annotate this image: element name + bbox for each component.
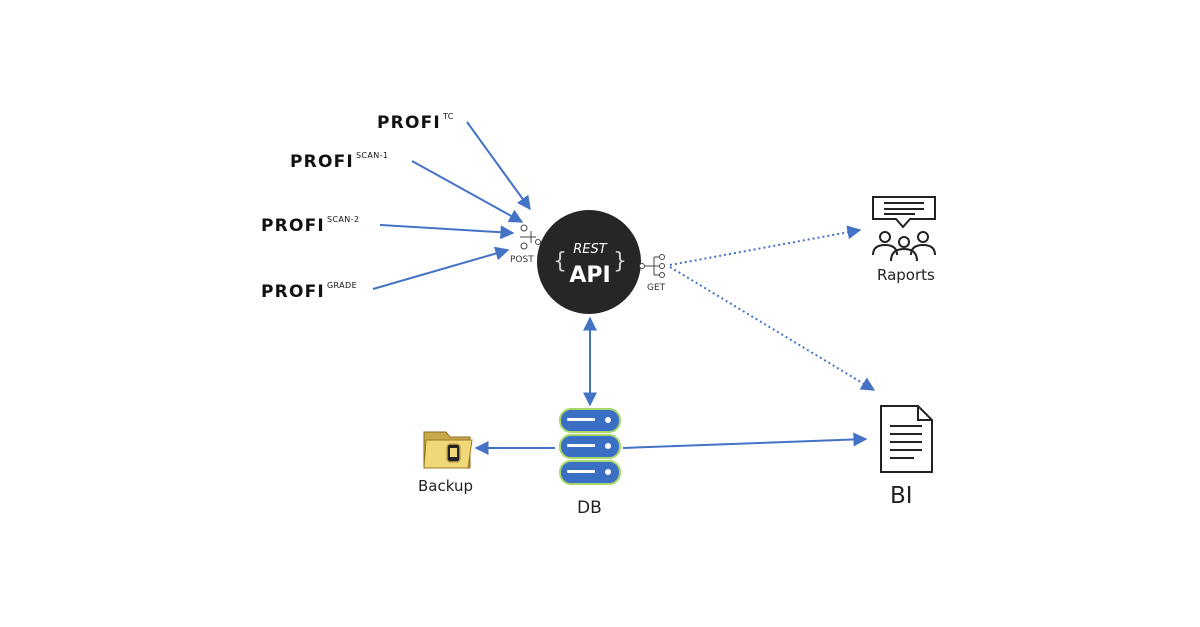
source-name: PROFI: [261, 282, 325, 302]
get-port-icon: [639, 254, 665, 278]
bi-label: BI: [890, 483, 913, 509]
raports-label: Raports: [877, 266, 935, 284]
get-port-label: GET: [647, 283, 666, 293]
api-brace-close: }: [613, 249, 627, 274]
api-api-label: API: [569, 263, 610, 288]
post-port-label: POST: [510, 255, 534, 265]
arrow-tc-to-api: [466, 121, 531, 211]
dotted-arrow-to-raports: [669, 225, 862, 266]
arrow-grade-to-api: [372, 246, 510, 290]
source-sup: SCAN-1: [355, 151, 389, 160]
source-name: PROFI: [261, 216, 325, 236]
arrow-db-to-bi: [622, 432, 868, 449]
source-name: PROFI: [290, 152, 354, 172]
api-rest-label: REST: [573, 242, 607, 257]
source-name: PROFI: [377, 113, 441, 133]
post-port-icon: [520, 224, 541, 250]
raports-icon: [872, 196, 936, 262]
api-circle: [537, 210, 641, 314]
backup-label: Backup: [418, 477, 473, 495]
api-brace-open: {: [553, 249, 567, 274]
arrow-scan1-to-api: [411, 160, 524, 223]
source-sup: SCAN-2: [326, 215, 360, 224]
source-sup: GRADE: [326, 281, 358, 290]
arrow-scan2-to-api: [379, 224, 515, 240]
db-label: DB: [577, 498, 602, 518]
database-icon-details: [567, 417, 611, 475]
backup-folder-icon: [423, 431, 473, 469]
bi-document-icon: [880, 405, 933, 473]
dotted-arrow-to-bi: [669, 266, 876, 391]
source-sup: TC: [442, 112, 454, 121]
